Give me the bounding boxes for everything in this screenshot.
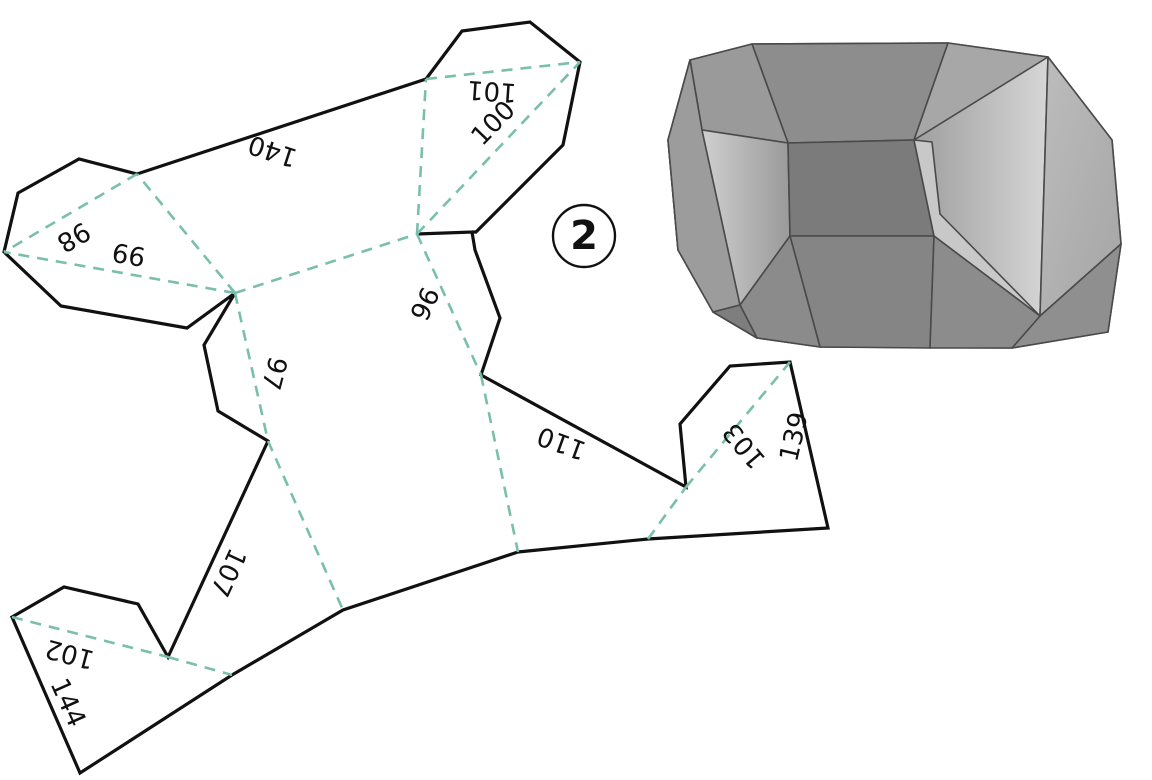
edge-label: 110 [533, 420, 590, 465]
edge-label: 102 [42, 633, 98, 675]
edge-label: 99 [110, 236, 148, 271]
edge-label: 97 [255, 353, 293, 393]
edge-label: 98 [51, 215, 95, 258]
edge-label: 107 [203, 543, 251, 601]
fold-line [135, 173, 237, 294]
fold-line [233, 292, 270, 442]
fold-line [11, 615, 169, 659]
fold-line [167, 655, 233, 677]
fold-line [416, 61, 581, 235]
fold-line [3, 250, 236, 295]
solid-face [787, 139, 935, 237]
step-number-badge: 2 [551, 203, 617, 269]
solid-face [712, 304, 758, 339]
edge-label: 101 [466, 74, 518, 107]
fold-line [425, 60, 581, 81]
step-number: 2 [570, 213, 598, 259]
edge-label: 140 [245, 129, 301, 173]
cut-outline-top [2, 20, 830, 776]
fold-line [415, 78, 428, 235]
fold-line [234, 232, 418, 295]
3d-solid-preview [667, 42, 1122, 349]
solid-face [929, 235, 1041, 349]
fold-line [479, 374, 520, 553]
edge-label: 103 [717, 417, 772, 474]
fold-line [646, 486, 688, 540]
fold-line [685, 361, 791, 488]
fold-line [415, 233, 483, 376]
solid-face [913, 139, 1041, 317]
fold-line [266, 440, 345, 611]
edge-label: 96 [403, 282, 444, 325]
fold-line [3, 172, 138, 254]
fold-lines [3, 60, 791, 677]
edge-label: 139 [774, 409, 814, 464]
